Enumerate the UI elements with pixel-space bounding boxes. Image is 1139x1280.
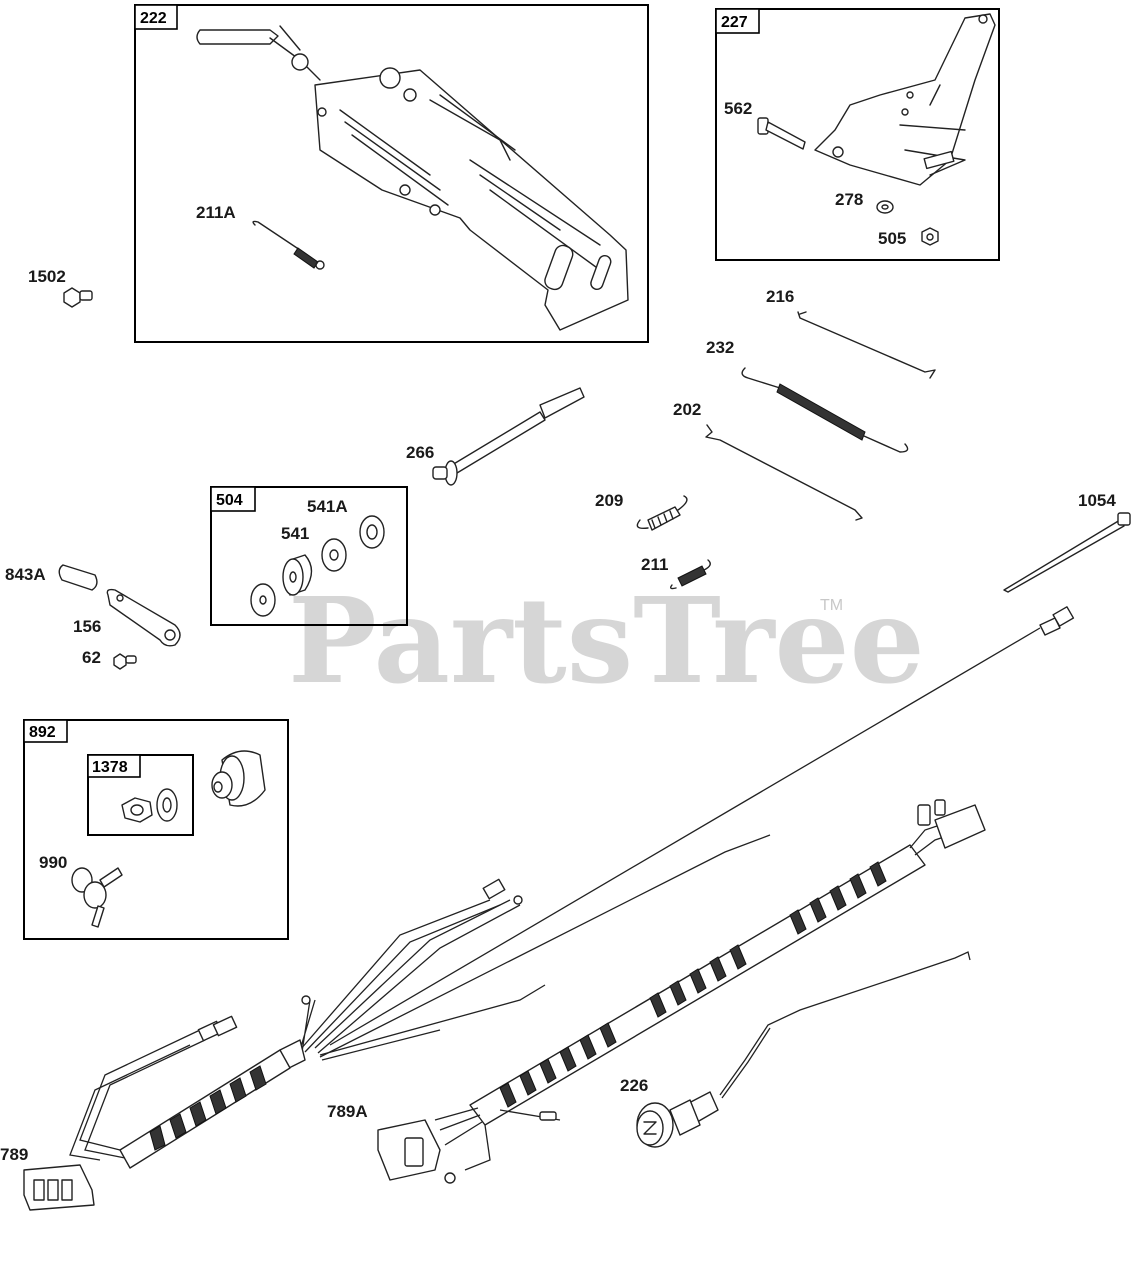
washer-parts-504[interactable] [250, 515, 385, 617]
box-892[interactable]: 892 [23, 719, 289, 940]
ignition-switch-part[interactable] [211, 750, 266, 807]
label-1502: 1502 [28, 267, 66, 286]
control-bracket-part[interactable] [196, 25, 629, 331]
screw-62[interactable] [113, 653, 137, 670]
spring-209[interactable] [636, 495, 688, 531]
label-226: 226 [620, 1076, 648, 1095]
label-789: 789 [0, 1145, 28, 1164]
label-62: 62 [82, 648, 101, 667]
pad-843A[interactable] [58, 564, 98, 591]
label-843A: 843A [5, 565, 46, 584]
lever-156[interactable] [106, 588, 181, 647]
box-222-label: 222 [140, 10, 167, 27]
label-216: 216 [766, 287, 794, 306]
label-1054: 1054 [1078, 491, 1116, 510]
label-278: 278 [835, 190, 863, 209]
label-541: 541 [281, 524, 309, 543]
label-789A: 789A [327, 1102, 368, 1121]
label-562: 562 [724, 99, 752, 118]
spring-211A[interactable] [252, 220, 325, 270]
rod-216[interactable] [797, 311, 936, 379]
wire-harness-789[interactable] [23, 834, 771, 1211]
label-202: 202 [673, 400, 701, 419]
box-227-label: 227 [721, 14, 748, 31]
nut-washer-1378[interactable] [121, 788, 178, 823]
rod-202[interactable] [705, 424, 863, 521]
label-266: 266 [406, 443, 434, 462]
single-wire-lead[interactable] [329, 606, 1075, 1046]
box-222[interactable]: 222 [134, 4, 649, 343]
box-892-label: 892 [29, 724, 56, 741]
wire-harness-789A[interactable] [377, 799, 986, 1184]
box-504[interactable]: 504 [210, 486, 408, 626]
washer-278[interactable] [876, 200, 894, 214]
label-211A: 211A [196, 203, 236, 222]
watermark-text: PartsTree [288, 571, 925, 710]
nut-505[interactable] [921, 227, 939, 246]
shaft-266[interactable] [432, 387, 585, 486]
label-541A: 541A [307, 497, 348, 516]
watermark-trademark: TM [820, 597, 843, 614]
bolt-562[interactable] [757, 117, 806, 150]
label-156: 156 [73, 617, 101, 636]
label-211: 211 [641, 555, 668, 574]
choke-cable-226[interactable] [636, 951, 971, 1148]
bolt-1502[interactable] [63, 287, 93, 308]
spring-232[interactable] [741, 367, 909, 453]
spring-211[interactable] [669, 559, 711, 590]
box-227[interactable]: 227 [715, 8, 1000, 261]
keys-990[interactable] [71, 867, 123, 928]
label-990: 990 [39, 853, 67, 872]
label-505: 505 [878, 229, 906, 248]
label-209: 209 [595, 491, 623, 510]
box-1378[interactable]: 1378 [87, 754, 194, 836]
label-232: 232 [706, 338, 734, 357]
box-1378-label: 1378 [92, 759, 128, 776]
box-504-label: 504 [216, 492, 243, 509]
throttle-lever-part[interactable] [814, 13, 996, 186]
cable-tie-1054[interactable] [1003, 512, 1131, 593]
